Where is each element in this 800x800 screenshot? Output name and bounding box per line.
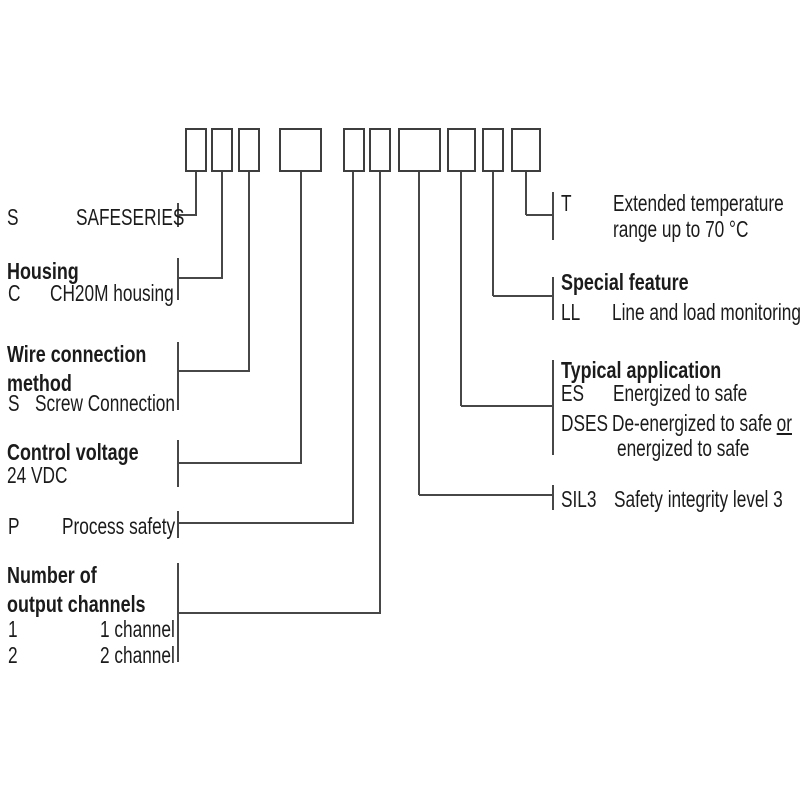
typical-application-heading: Typical application bbox=[561, 357, 722, 383]
wire-connection-stem-line bbox=[248, 172, 250, 371]
code-box-housing bbox=[211, 128, 233, 172]
output-channels-stem-line bbox=[379, 172, 381, 613]
output-channels-branch-line bbox=[178, 612, 381, 614]
code-box-extended-temperature bbox=[511, 128, 541, 172]
special-feature-stem-line bbox=[492, 172, 494, 296]
code-box-control-voltage bbox=[279, 128, 322, 172]
housing-stem-line bbox=[221, 172, 223, 278]
code-box-safety-integrity bbox=[398, 128, 441, 172]
control-voltage-stem-line bbox=[300, 172, 302, 463]
extended-temperature-code: T bbox=[561, 190, 572, 216]
series-branch-line bbox=[178, 214, 197, 216]
output-channels-heading-line1: Number of bbox=[7, 562, 97, 588]
wire-connection-tick-line bbox=[177, 342, 179, 410]
safety-integrity-branch-line bbox=[419, 494, 553, 496]
process-safety-stem-line bbox=[352, 172, 354, 523]
output-channels-option1-label: 1 channel bbox=[100, 616, 175, 642]
output-channels-option1-code: 1 bbox=[8, 616, 18, 642]
housing-label: CH20M housing bbox=[50, 280, 174, 306]
special-feature-code: LL bbox=[561, 299, 581, 325]
code-box-typical-application bbox=[447, 128, 476, 172]
typical-application-dses-code: DSES bbox=[561, 410, 608, 436]
housing-heading: Housing bbox=[7, 258, 79, 284]
special-feature-branch-line bbox=[493, 295, 553, 297]
series-stem-line bbox=[195, 172, 197, 215]
process-safety-tick-line bbox=[177, 511, 179, 538]
process-safety-branch-line bbox=[178, 522, 354, 524]
typical-application-dses-label-text: De-energized to safe bbox=[612, 410, 773, 436]
wire-connection-branch-line bbox=[178, 370, 250, 372]
safety-integrity-label: Safety integrity level 3 bbox=[614, 486, 783, 512]
extended-temperature-stem-line bbox=[525, 172, 527, 215]
safety-integrity-stem-line bbox=[418, 172, 420, 495]
code-box-output-channels bbox=[369, 128, 391, 172]
extended-temperature-label-line2: range up to 70 °C bbox=[613, 216, 749, 242]
typical-application-es-code: ES bbox=[561, 380, 585, 406]
output-channels-option2-label: 2 channel bbox=[100, 642, 175, 668]
typical-application-tick-line bbox=[552, 360, 554, 455]
process-safety-code: P bbox=[8, 513, 20, 539]
typical-application-es-label: Energized to safe bbox=[613, 380, 748, 406]
series-code: S bbox=[7, 204, 19, 230]
housing-branch-line bbox=[178, 277, 223, 279]
special-feature-label: Line and load monitoring bbox=[612, 299, 800, 325]
special-feature-tick-line bbox=[552, 277, 554, 320]
wire-connection-code: S bbox=[8, 390, 20, 416]
control-voltage-tick-line bbox=[177, 440, 179, 487]
safety-integrity-tick-line bbox=[552, 485, 554, 510]
series-label: SAFESERIES bbox=[76, 204, 185, 230]
typical-application-dses-label-line2: energized to safe bbox=[617, 435, 750, 461]
output-channels-option2-code: 2 bbox=[8, 642, 18, 668]
extended-temperature-tick-line bbox=[552, 192, 554, 240]
code-box-process-safety bbox=[343, 128, 365, 172]
extended-temperature-branch-line bbox=[526, 214, 553, 216]
typical-application-stem-line bbox=[460, 172, 462, 406]
code-box-special-feature bbox=[482, 128, 504, 172]
output-channels-tick-line bbox=[177, 563, 179, 662]
code-box-wire-connection bbox=[238, 128, 260, 172]
housing-code: C bbox=[8, 280, 21, 306]
wire-connection-label: Screw Connection bbox=[35, 390, 175, 416]
code-box-series bbox=[185, 128, 207, 172]
safety-integrity-code: SIL3 bbox=[561, 486, 597, 512]
output-channels-heading-line2: output channels bbox=[7, 591, 146, 617]
wire-connection-heading-line2: method bbox=[7, 370, 72, 396]
control-voltage-heading: Control voltage bbox=[7, 439, 139, 465]
series-tick-line bbox=[177, 203, 179, 227]
process-safety-label: Process safety bbox=[62, 513, 176, 539]
special-feature-heading: Special feature bbox=[561, 269, 689, 295]
wire-connection-heading-line1: Wire connection bbox=[7, 341, 147, 367]
typical-application-dses-label-or: or bbox=[776, 410, 792, 436]
control-voltage-value: 24 VDC bbox=[7, 462, 68, 488]
extended-temperature-label-line1: Extended temperature bbox=[613, 190, 784, 216]
housing-tick-line bbox=[177, 258, 179, 300]
control-voltage-branch-line bbox=[178, 462, 302, 464]
typical-application-branch-line bbox=[461, 405, 553, 407]
